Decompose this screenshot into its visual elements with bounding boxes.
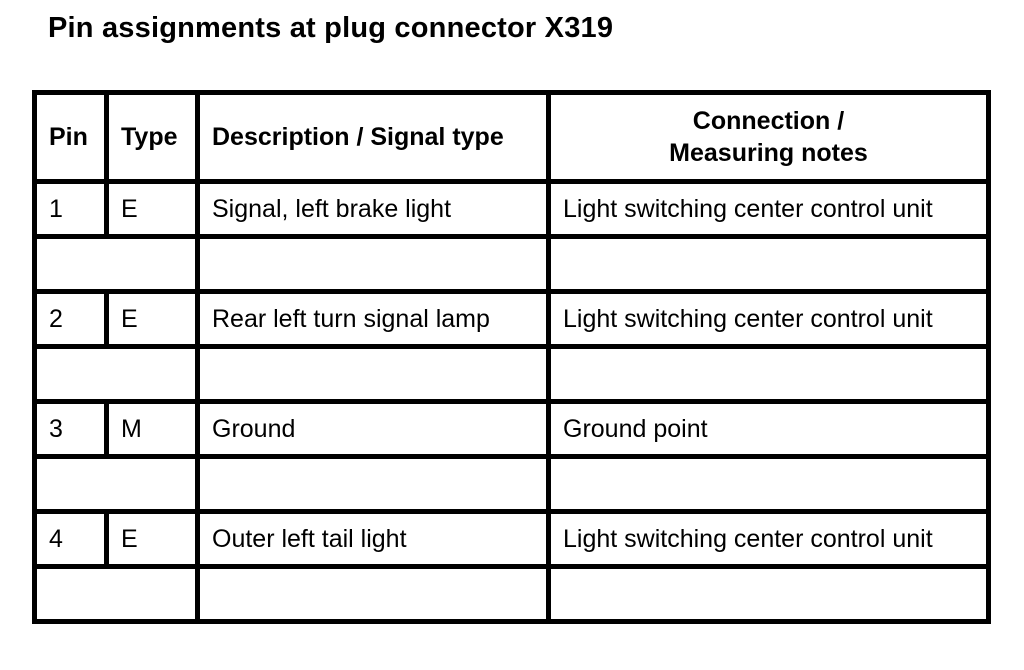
spacer-cell [195,454,551,514]
table-spacer-row [32,454,991,514]
spacer-cell [195,564,551,624]
cell-connection: Light switching center control unit [546,289,991,349]
table-row: 4 E Outer left tail light Light switchin… [32,509,991,569]
spacer-cell [546,234,991,294]
cell-description: Signal, left brake light [195,179,551,239]
cell-pin: 4 [32,509,109,569]
cell-type: E [104,509,200,569]
table-spacer-row [32,344,991,404]
spacer-cell [195,344,551,404]
page-title: Pin assignments at plug connector X319 [48,12,614,44]
spacer-cell [32,344,200,404]
spacer-cell [32,564,200,624]
header-connection-line2: Measuring notes [669,139,868,167]
cell-type: M [104,399,200,459]
cell-connection: Light switching center control unit [546,179,991,239]
header-pin: Pin [32,90,109,184]
table-header-row: Pin Type Description / Signal type Conne… [32,90,991,184]
pin-assignment-table: Pin Type Description / Signal type Conne… [32,90,991,624]
spacer-cell [546,564,991,624]
header-connection-line1: Connection / [692,107,845,135]
cell-description: Ground [195,399,551,459]
table-spacer-row [32,564,991,624]
spacer-cell [32,454,200,514]
cell-pin: 3 [32,399,109,459]
cell-type: E [104,289,200,349]
cell-pin: 1 [32,179,109,239]
spacer-cell [32,234,200,294]
table-row: 1 E Signal, left brake light Light switc… [32,179,991,239]
spacer-cell [546,344,991,404]
cell-connection: Ground point [546,399,991,459]
table-row: 2 E Rear left turn signal lamp Light swi… [32,289,991,349]
cell-type: E [104,179,200,239]
spacer-cell [195,234,551,294]
cell-connection: Light switching center control unit [546,509,991,569]
header-type: Type [104,90,200,184]
cell-description: Outer left tail light [195,509,551,569]
cell-pin: 2 [32,289,109,349]
cell-description: Rear left turn signal lamp [195,289,551,349]
header-description: Description / Signal type [195,90,551,184]
table-spacer-row [32,234,991,294]
table-row: 3 M Ground Ground point [32,399,991,459]
spacer-cell [546,454,991,514]
header-connection: Connection / Measuring notes [546,90,991,184]
